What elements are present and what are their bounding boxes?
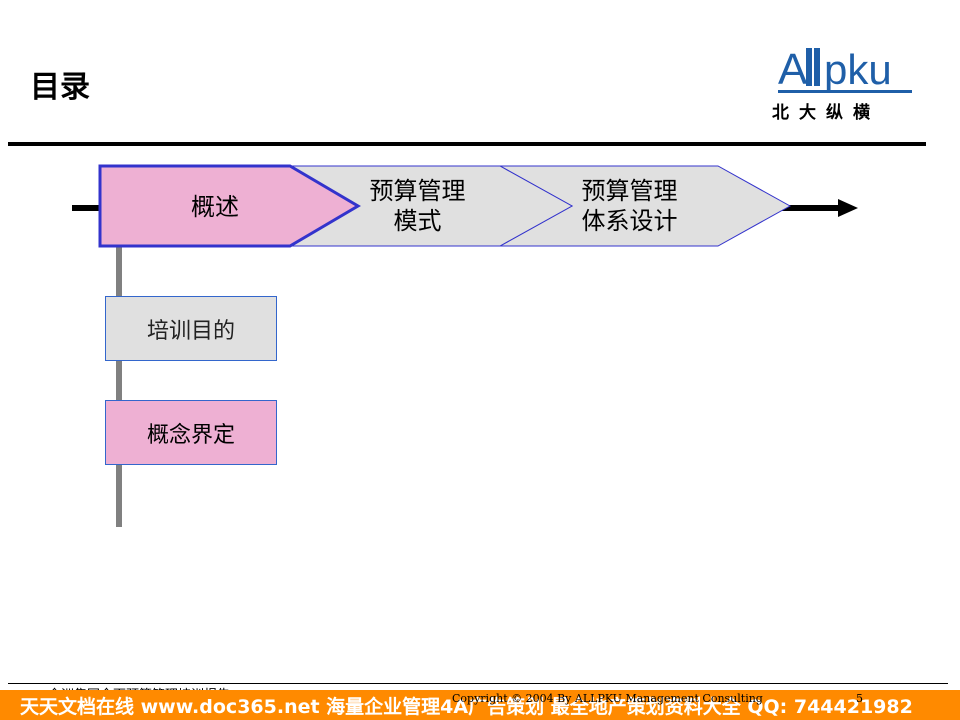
stage-1-chevron — [98, 164, 361, 248]
stage-2-label[interactable]: 预算管理 模式 — [345, 176, 490, 236]
timeline-bar — [116, 245, 122, 527]
footer-copyright: Copyright © 2004 By ALLPKU Management Co… — [452, 692, 763, 705]
svg-text:pku: pku — [824, 46, 892, 93]
promo-banner-text[interactable]: 天天文档在线 www.doc365.net 海量企业管理4A广告策划 最全地产策… — [20, 696, 913, 718]
header-divider — [8, 142, 926, 146]
stage-1-label[interactable]: 概述 — [150, 192, 280, 222]
page-number: 5 — [856, 692, 863, 705]
allpku-logo: A pku — [778, 45, 912, 94]
promo-banner — [0, 690, 960, 720]
flow-line-left — [72, 205, 102, 211]
stage-3-label[interactable]: 预算管理 体系设计 — [557, 176, 702, 236]
flow-arrowhead-icon — [838, 199, 858, 217]
stage-2-line2: 模式 — [393, 207, 442, 235]
subitem-training-purpose[interactable]: 培训目的 — [105, 296, 277, 361]
logo-subtitle: 北大纵横 — [772, 103, 880, 123]
footer-divider — [8, 683, 948, 684]
subitem-concept-definition[interactable]: 概念界定 — [105, 400, 277, 465]
page-title: 目录 — [30, 70, 90, 105]
stage-3-line2: 体系设计 — [581, 207, 678, 235]
stage-1-line1: 概述 — [191, 193, 239, 221]
svg-text:A: A — [778, 45, 808, 94]
stage-3-line1: 预算管理 — [581, 177, 678, 205]
stage-2-line1: 预算管理 — [369, 177, 466, 205]
flow-line-right — [780, 205, 840, 211]
